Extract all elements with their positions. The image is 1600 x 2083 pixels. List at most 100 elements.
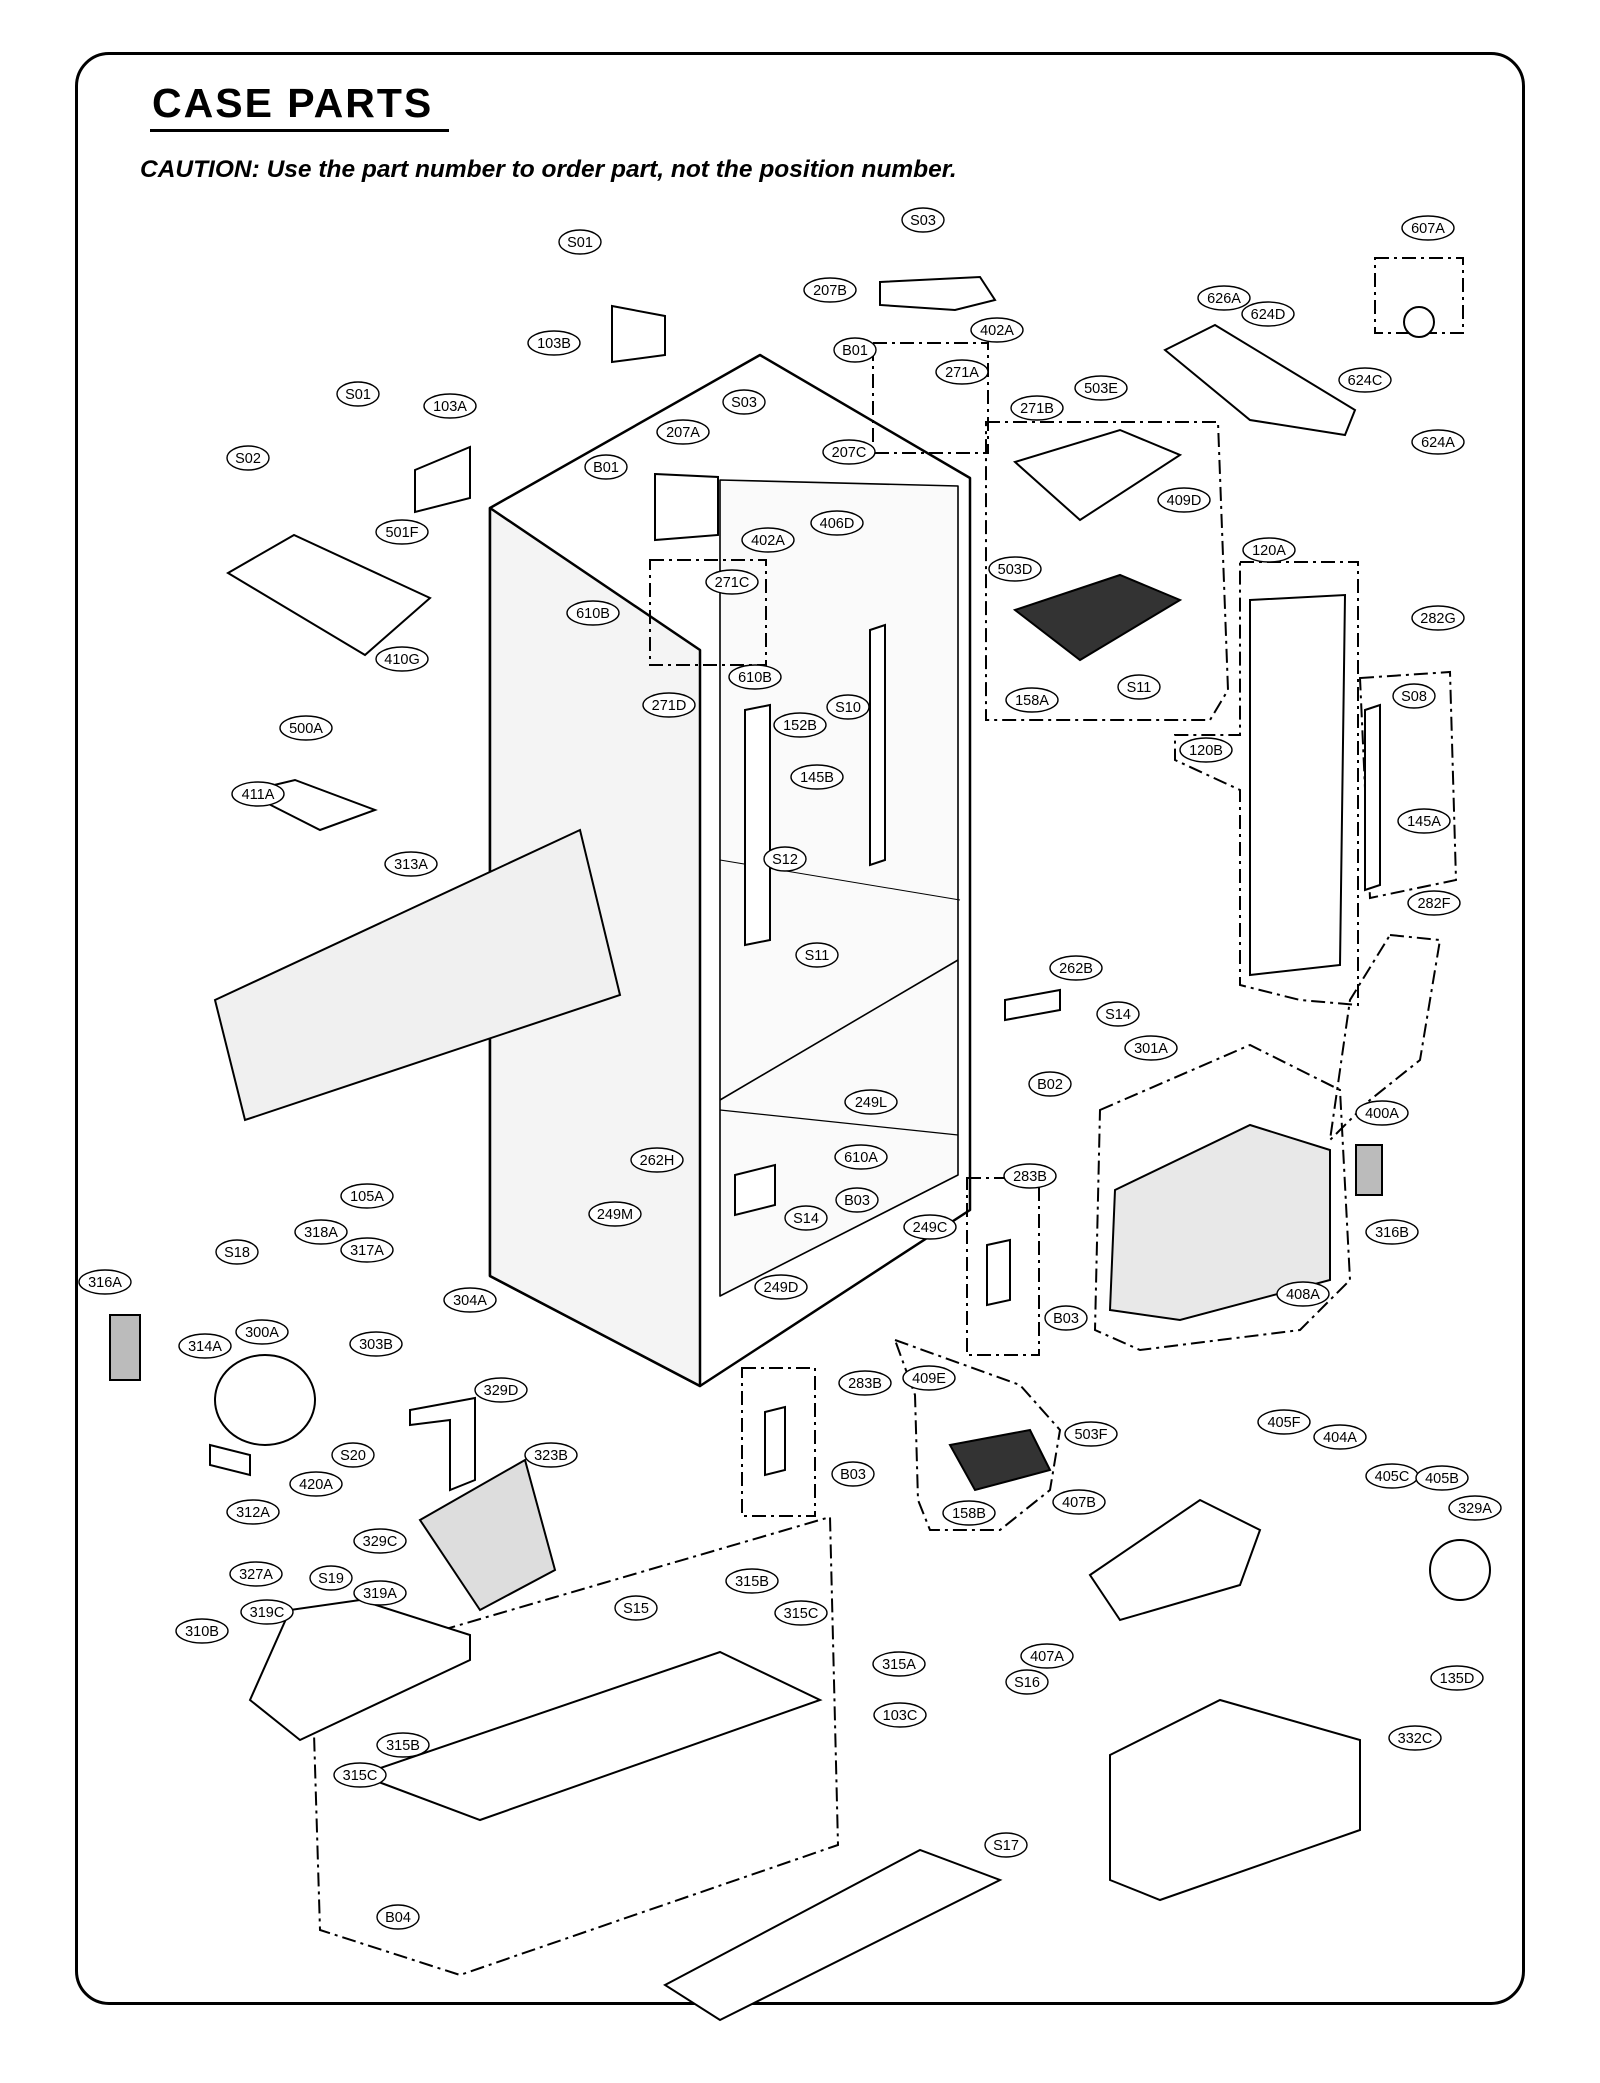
label-oval — [725, 1568, 779, 1594]
label-oval — [309, 1565, 353, 1591]
parts — [109, 275, 1491, 2022]
label-oval — [240, 1599, 294, 1625]
label-262h: 262H — [630, 1147, 684, 1173]
label-oval — [226, 445, 270, 471]
label-oval — [642, 692, 696, 718]
label-text: S10 — [835, 700, 861, 716]
label-327a: 327A — [229, 1561, 283, 1587]
label-oval — [988, 556, 1042, 582]
label-text: S12 — [772, 852, 798, 868]
label-text: S01 — [345, 387, 371, 403]
label-503e: 503E — [1074, 375, 1128, 401]
label-624d: 624D — [1241, 301, 1295, 327]
shroud-407b — [1088, 1498, 1262, 1622]
label-text: 329A — [1458, 1501, 1492, 1517]
label-text: 271D — [652, 698, 687, 714]
label-oval — [795, 942, 839, 968]
label-oval — [1049, 955, 1103, 981]
label-text: 624C — [1348, 373, 1383, 389]
label-407a: 407A — [1020, 1643, 1074, 1669]
label-text: 503E — [1084, 381, 1118, 397]
label-text: 329C — [363, 1534, 398, 1550]
label-text: 420A — [299, 1477, 333, 1493]
label-text: 626A — [1207, 291, 1241, 307]
label-oval — [1005, 687, 1059, 713]
panel-313a — [213, 828, 622, 1122]
label-oval — [810, 510, 864, 536]
pad-316b — [1355, 1144, 1383, 1196]
label-oval — [1010, 395, 1064, 421]
label-282f: 282F — [1407, 890, 1461, 916]
label-oval — [902, 1365, 956, 1391]
label-oval — [831, 1461, 875, 1487]
label-oval — [803, 277, 857, 303]
label-329a: 329A — [1448, 1495, 1502, 1521]
label-103a: 103A — [423, 393, 477, 419]
label-406d: 406D — [810, 510, 864, 536]
label-oval — [353, 1528, 407, 1554]
label-text: 304A — [453, 1293, 487, 1309]
label-text: 405C — [1375, 1469, 1410, 1485]
label-oval — [728, 664, 782, 690]
label-text: 301A — [1134, 1041, 1168, 1057]
label-b02: B02 — [1028, 1071, 1072, 1097]
label-oval — [1124, 1035, 1178, 1061]
label-oval — [1096, 1001, 1140, 1027]
label-oval — [235, 1319, 289, 1345]
hinge-103a — [414, 445, 471, 514]
label-text: B03 — [840, 1467, 866, 1483]
label-282g: 282G — [1411, 605, 1465, 631]
label-text: 207B — [813, 283, 847, 299]
label-text: 312A — [236, 1505, 270, 1521]
label-text: 282G — [1420, 611, 1455, 627]
label-314a: 314A — [178, 1333, 232, 1359]
label-text: 145A — [1407, 814, 1441, 830]
label-207a: 207A — [656, 419, 710, 445]
label-text: 329D — [484, 1383, 519, 1399]
label-text: 262H — [640, 1153, 675, 1169]
label-text: 319A — [363, 1586, 397, 1602]
label-oval — [1028, 1071, 1072, 1097]
label-503d: 503D — [988, 556, 1042, 582]
label-317a: 317A — [340, 1237, 394, 1263]
cover-501f — [226, 533, 432, 657]
label-text: 103C — [883, 1708, 918, 1724]
label-s12: S12 — [763, 846, 807, 872]
cover-207b — [879, 275, 997, 312]
label-oval — [705, 569, 759, 595]
label-319a: 319A — [353, 1580, 407, 1606]
label-402ab: 402A — [741, 527, 795, 553]
label-271d: 271D — [642, 692, 696, 718]
label-text: 158B — [952, 1506, 986, 1522]
label-s19: S19 — [309, 1565, 353, 1591]
label-oval — [178, 1333, 232, 1359]
label-oval — [763, 846, 807, 872]
label-text: 400A — [1365, 1106, 1399, 1122]
label-text: S11 — [805, 948, 830, 964]
label-text: S14 — [1105, 1007, 1131, 1023]
evaporator-323b — [418, 1458, 557, 1612]
label-text: 271A — [945, 365, 979, 381]
label-oval — [333, 1762, 387, 1788]
label-text: B03 — [1053, 1311, 1079, 1327]
label-oval — [1074, 375, 1128, 401]
label-s02: S02 — [226, 445, 270, 471]
label-s17: S17 — [984, 1832, 1028, 1858]
label-text: 271C — [715, 575, 750, 591]
label-oval — [614, 1595, 658, 1621]
plate-315a — [357, 1650, 823, 1822]
label-text: 318A — [304, 1225, 338, 1241]
label-s03b: S03 — [722, 389, 766, 415]
label-158ab: 158B — [942, 1500, 996, 1526]
label-oval — [1401, 215, 1455, 241]
label-610bb: 610B — [728, 664, 782, 690]
label-oval — [375, 519, 429, 545]
label-315cb: 315C — [333, 1762, 387, 1788]
label-503f: 503F — [1064, 1421, 1118, 1447]
label-318a: 318A — [294, 1219, 348, 1245]
label-oval — [340, 1183, 394, 1209]
label-oval — [443, 1287, 497, 1313]
label-402aa: 402A — [970, 317, 1024, 343]
label-s15: S15 — [614, 1595, 658, 1621]
hinge-207a — [654, 472, 719, 542]
